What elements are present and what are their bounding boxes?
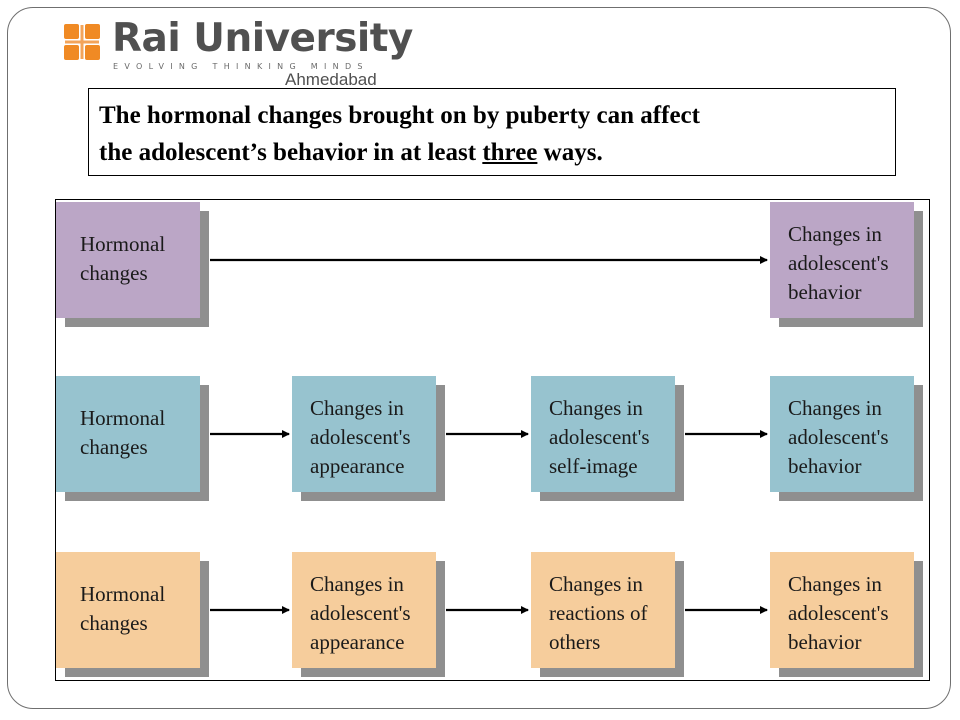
university-name: Rai University bbox=[112, 16, 413, 61]
title-line-2: the adolescent’s behavior in at least th… bbox=[99, 134, 885, 171]
diagram-node-row1-2: Changes in adolescent's behavior bbox=[770, 202, 914, 318]
diagram-node-label: Changes in adolescent's appearance bbox=[310, 396, 411, 478]
diagram-node-label: Hormonal changes bbox=[80, 582, 166, 635]
diagram-node-label: Hormonal changes bbox=[80, 406, 166, 459]
diagram-node-row1-1: Hormonal changes bbox=[56, 202, 200, 318]
diagram-node-label: Changes in adolescent's appearance bbox=[310, 572, 411, 654]
diagram-node-row2-1: Hormonal changes bbox=[56, 376, 200, 492]
title-line-2-start: the adolescent’s behavior in at least bbox=[99, 139, 483, 166]
title-line-2-end: ways. bbox=[537, 139, 603, 166]
title-emphasis-three: three bbox=[482, 139, 538, 166]
diagram-node-row3-2: Changes in adolescent's appearance bbox=[292, 552, 436, 668]
diagram-node-label: Changes in adolescent's behavior bbox=[788, 572, 889, 654]
diagram-node-row3-4: Changes in adolescent's behavior bbox=[770, 552, 914, 668]
diagram-node-label: Changes in adolescent's behavior bbox=[788, 396, 889, 478]
diagram-node-label: Changes in adolescent's self-image bbox=[549, 396, 650, 478]
diagram-node-label: Changes in reactions of others bbox=[549, 572, 648, 654]
diagram-node-row2-4: Changes in adolescent's behavior bbox=[770, 376, 914, 492]
campus-city: Ahmedabad bbox=[285, 70, 377, 89]
university-logo: Rai University EVOLVING THINKING MINDS A… bbox=[62, 16, 413, 89]
slide-title: The hormonal changes brought on by puber… bbox=[88, 88, 896, 176]
diagram-node-row2-3: Changes in adolescent's self-image bbox=[531, 376, 675, 492]
diagram-node-row3-1: Hormonal changes bbox=[56, 552, 200, 668]
title-line-1: The hormonal changes brought on by puber… bbox=[99, 102, 700, 129]
diagram-node-label: Changes in adolescent's behavior bbox=[788, 222, 889, 304]
university-tagline: EVOLVING THINKING MINDS bbox=[113, 62, 369, 71]
diagram-node-row3-3: Changes in reactions of others bbox=[531, 552, 675, 668]
diagram-node-row2-2: Changes in adolescent's appearance bbox=[292, 376, 436, 492]
university-emblem-icon bbox=[62, 22, 102, 62]
diagram-node-label: Hormonal changes bbox=[80, 232, 166, 285]
